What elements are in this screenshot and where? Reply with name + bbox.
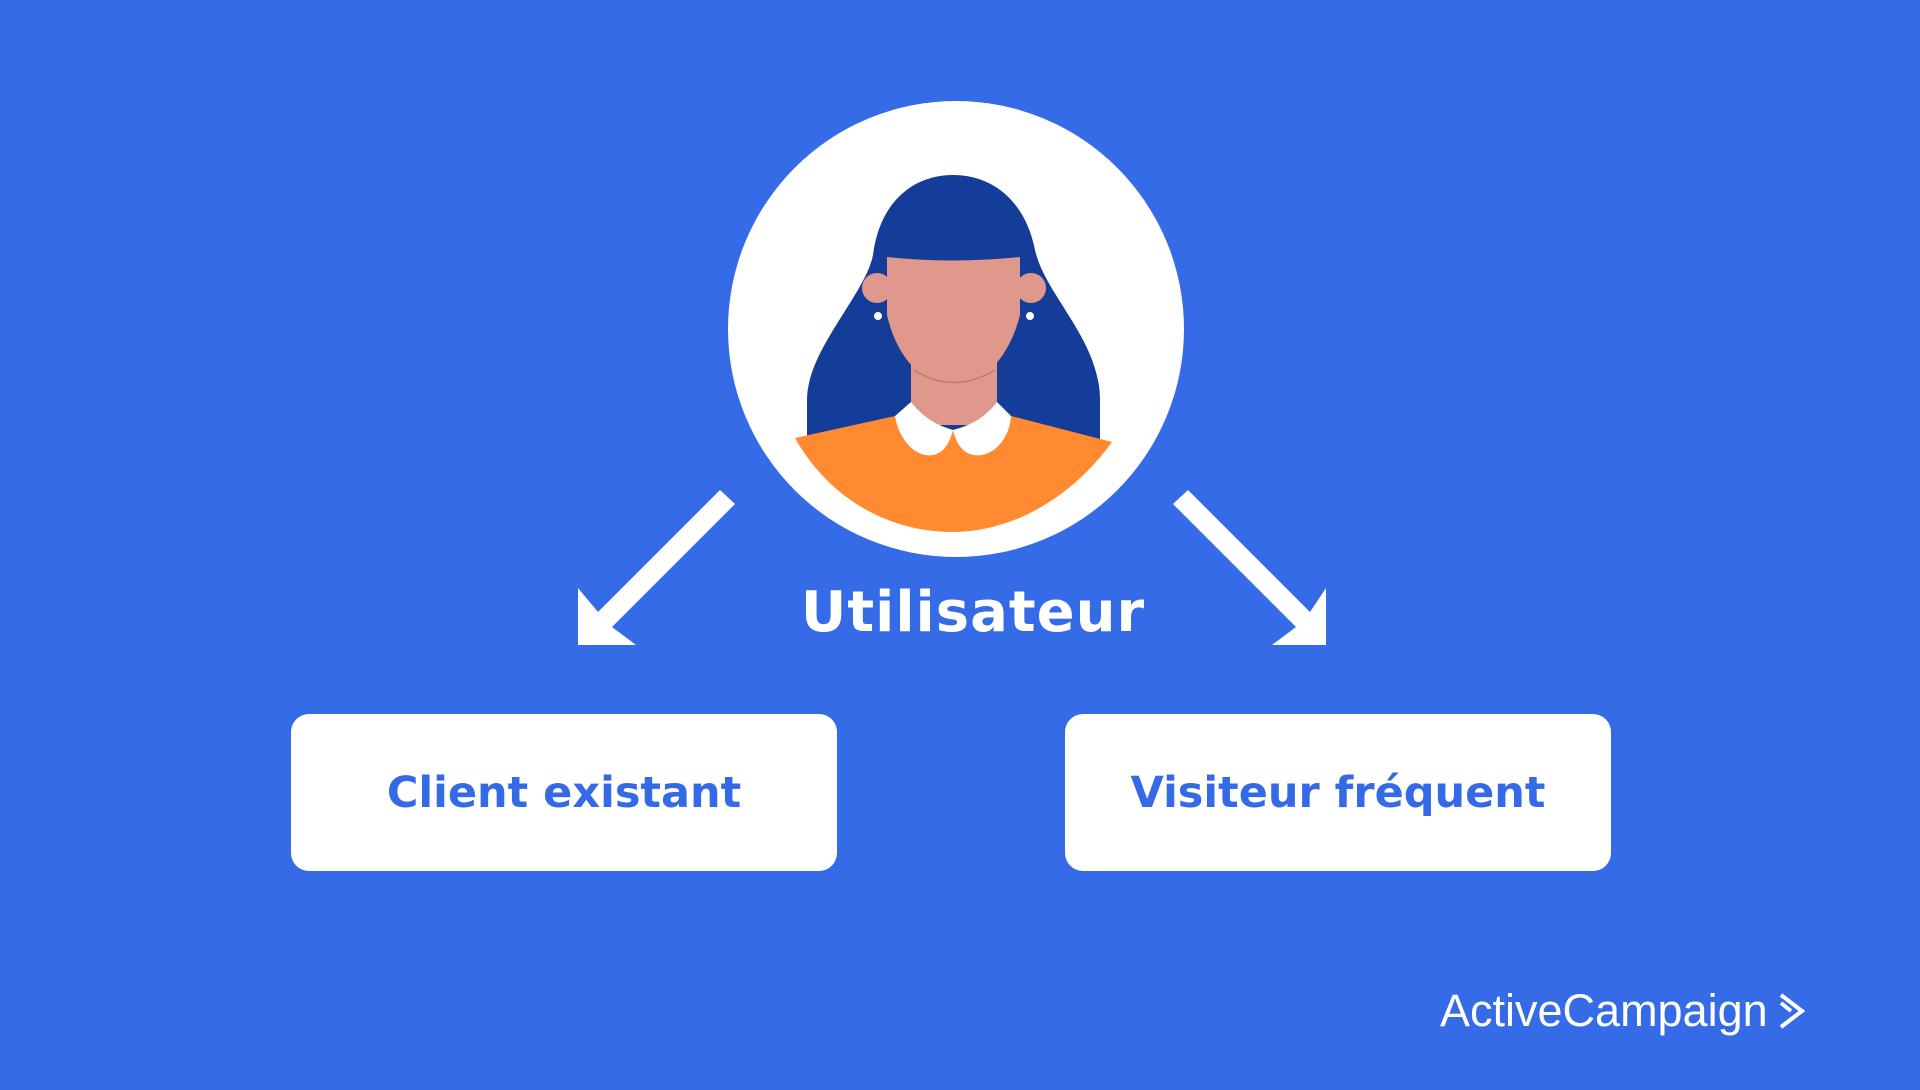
arrow-down-right-icon	[1173, 490, 1326, 645]
branch-label: Client existant	[386, 767, 742, 818]
branch-existing-client: Client existant	[291, 714, 837, 871]
user-avatar-icon	[728, 101, 1184, 557]
brand-logo: ActiveCampaign	[1440, 985, 1806, 1037]
arrow-down-left-icon	[578, 490, 735, 645]
branch-frequent-visitor: Visiteur fréquent	[1065, 714, 1611, 871]
center-label: Utilisateur	[800, 580, 1146, 645]
brand-name: ActiveCampaign	[1440, 985, 1768, 1036]
branch-label: Visiteur fréquent	[1130, 767, 1546, 818]
chevron-right-icon	[1779, 993, 1805, 1029]
